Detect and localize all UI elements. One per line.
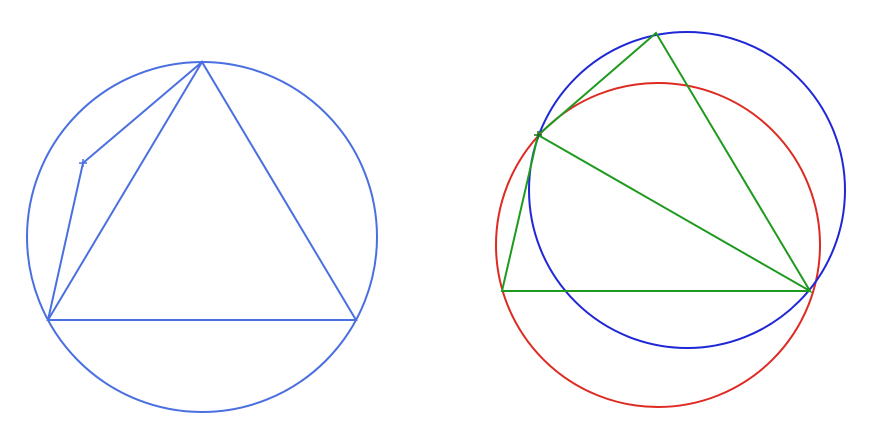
left-figure (26, 60, 378, 413)
red-circle (495, 82, 821, 408)
right-point-marker (534, 131, 542, 139)
right-figure (495, 31, 846, 408)
left-circumcircle (26, 61, 378, 413)
left-point-marker (79, 159, 87, 167)
blue-circle (528, 31, 846, 349)
left-triangle (46, 60, 358, 321)
green-base-path (500, 134, 810, 292)
green-triangle (536, 31, 813, 294)
